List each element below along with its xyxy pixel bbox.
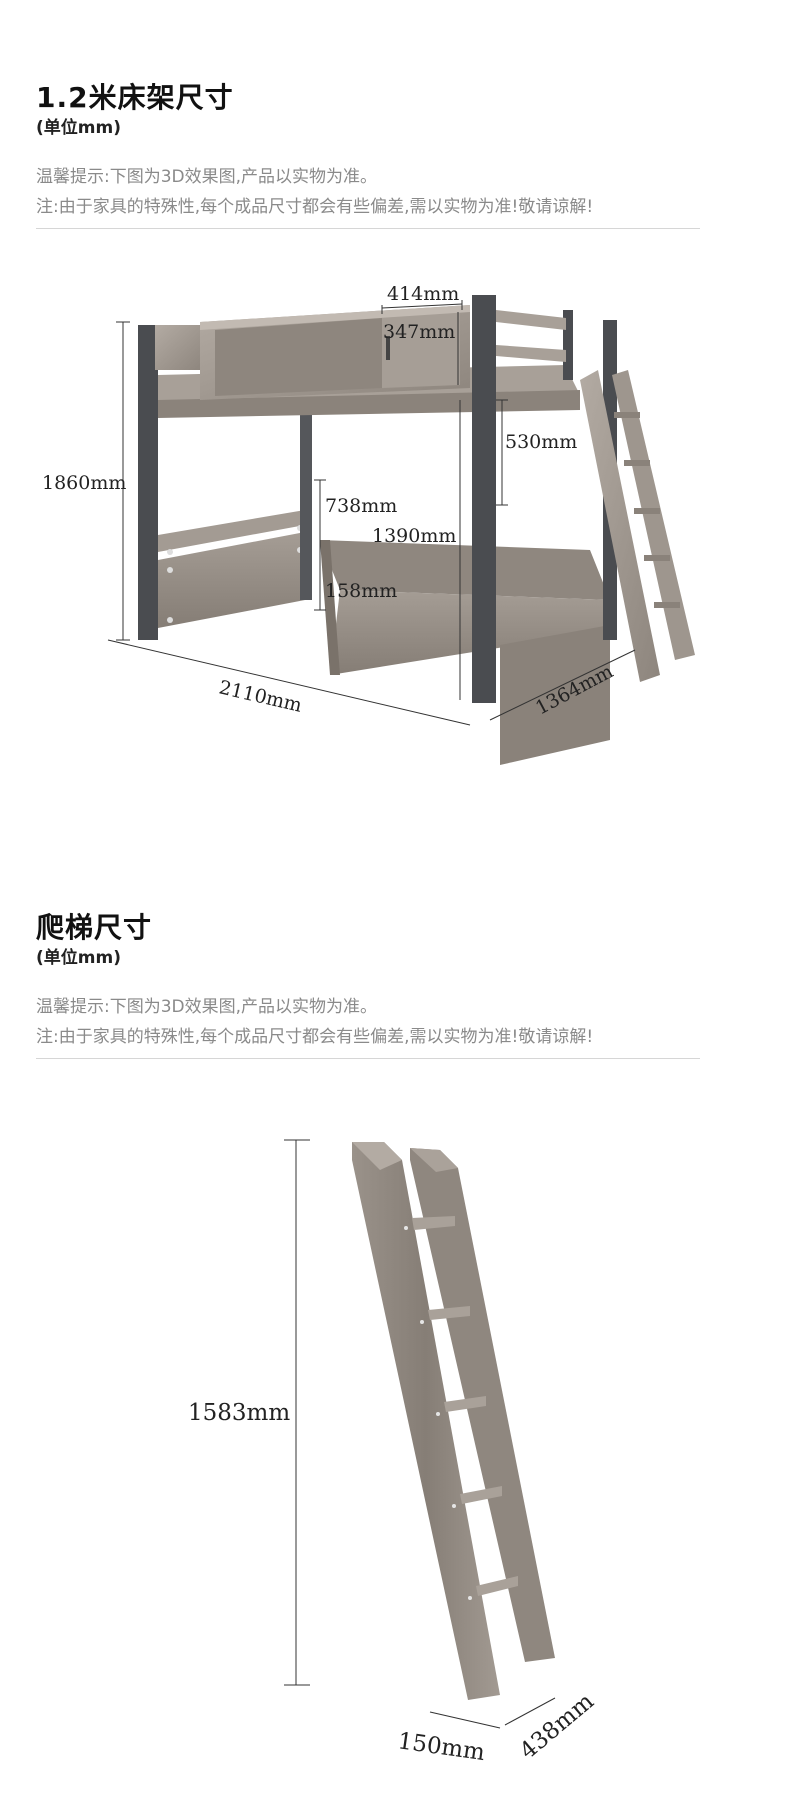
bed-ladder [580, 320, 695, 682]
ladder-section-divider [36, 1058, 700, 1059]
dim-base-height: 158mm [325, 580, 397, 602]
ladder-figure: 1583mm 150mm 438mm [188, 1139, 599, 1766]
front-post [472, 295, 496, 703]
bed-section-title: 1.2米床架尺寸 [36, 81, 234, 114]
left-end-frame [138, 325, 312, 640]
dim-cabinet-width: 414mm [387, 283, 459, 305]
ladder-body [352, 1142, 555, 1700]
bed-section: 1.2米床架尺寸 (单位mm) 温馨提示:下图为3D效果图,产品以实物为准。 注… [0, 0, 790, 870]
dim-headboard-height: 738mm [325, 495, 397, 517]
dim-ladder-height: 1583mm [188, 1400, 290, 1426]
bed-dimension-lines [107, 300, 636, 726]
bed-section-divider [36, 228, 700, 229]
shelf-cabinet [200, 305, 470, 400]
dim-rail-height: 530mm [505, 431, 577, 453]
ladder-base-lines [429, 1697, 556, 1729]
ladder-section-tip-2: 注:由于家具的特殊性,每个成品尺寸都会有些偏差,需以实物为准!敬请谅解! [36, 1027, 594, 1047]
dim-ladder-width: 438mm [515, 1688, 599, 1764]
dim-lower-length: 1390mm [372, 525, 456, 547]
bed-section-unit: (单位mm) [36, 118, 121, 138]
bed-section-tip-1: 温馨提示:下图为3D效果图,产品以实物为准。 [36, 167, 378, 187]
ladder-section-unit: (单位mm) [36, 948, 121, 968]
lower-bed [320, 540, 610, 765]
bed-section-tip-2: 注:由于家具的特殊性,每个成品尺寸都会有些偏差,需以实物为准!敬请谅解! [36, 197, 594, 217]
ladder-section: 爬梯尺寸 (单位mm) 温馨提示:下图为3D效果图,产品以实物为准。 注:由于家… [0, 870, 790, 1804]
rail-post [563, 310, 573, 380]
loft-bed-figure: 414mm 347mm 530mm 1860mm 738mm 1390mm 15… [42, 283, 695, 765]
dim-cabinet-height: 347mm [383, 321, 455, 343]
ladder-section-title: 爬梯尺寸 [36, 911, 153, 944]
dim-total-height: 1860mm [42, 472, 126, 494]
dim-ladder-depth: 150mm [396, 1728, 486, 1766]
ladder-section-tip-1: 温馨提示:下图为3D效果图,产品以实物为准。 [36, 997, 378, 1017]
ladder-height-line [284, 1139, 310, 1686]
